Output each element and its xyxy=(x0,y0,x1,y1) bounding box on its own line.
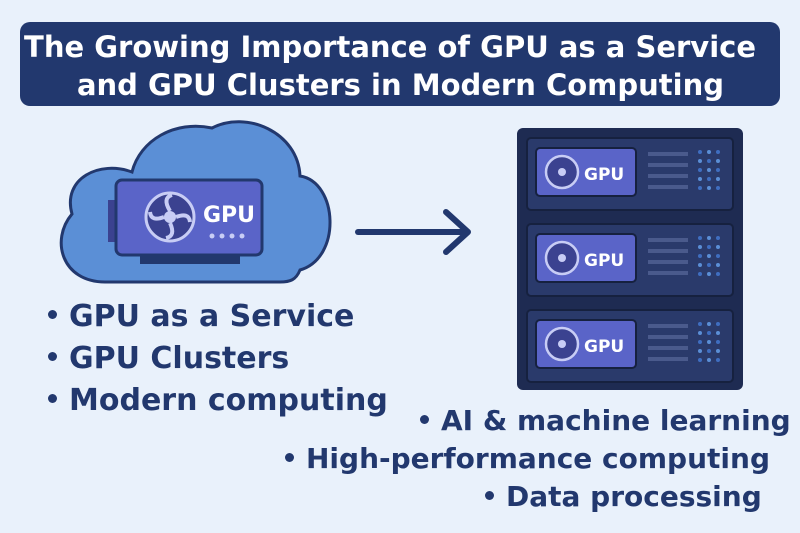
gpu-card-icon: GPU xyxy=(108,178,264,264)
cloud-gpu-label: GPU xyxy=(203,203,255,228)
list-item: GPU as a Service xyxy=(48,296,388,338)
arrow-right-icon xyxy=(355,209,471,255)
list-item: GPU Clusters xyxy=(48,338,388,380)
server-unit-gpu-label: GPU xyxy=(584,165,624,185)
bullet-icon xyxy=(48,310,57,319)
bullet-icon xyxy=(285,452,294,462)
bullet-icon xyxy=(48,394,57,403)
list-item: High-performance computing xyxy=(285,440,770,477)
bullet-icon xyxy=(420,414,429,424)
gpu-fan-icon xyxy=(544,326,580,362)
server-unit: GPU xyxy=(526,137,734,211)
server-unit-gpu-label: GPU xyxy=(584,337,624,357)
server-rack-icon: GPU GPU GPU xyxy=(517,128,743,390)
gpu-fan-icon xyxy=(144,191,196,243)
bullet-icon xyxy=(485,490,494,500)
server-unit: GPU xyxy=(526,309,734,383)
gpu-fan-icon xyxy=(544,240,580,276)
list-item: Modern computing xyxy=(48,380,388,422)
gpu-fan-icon xyxy=(544,154,580,190)
title-banner: The Growing Importance of GPU as a Servi… xyxy=(20,22,780,106)
server-unit-gpu-label: GPU xyxy=(584,251,624,271)
left-bullet-list: GPU as a Service GPU Clusters Modern com… xyxy=(48,296,388,422)
server-unit: GPU xyxy=(526,223,734,297)
list-item: Data processing xyxy=(485,478,762,515)
list-item: AI & machine learning xyxy=(420,402,791,439)
title-line-2: and GPU Clusters in Modern Computing xyxy=(76,68,724,102)
title-line-1: The Growing Importance of GPU as a Servi… xyxy=(24,30,756,64)
bullet-icon xyxy=(48,352,57,361)
